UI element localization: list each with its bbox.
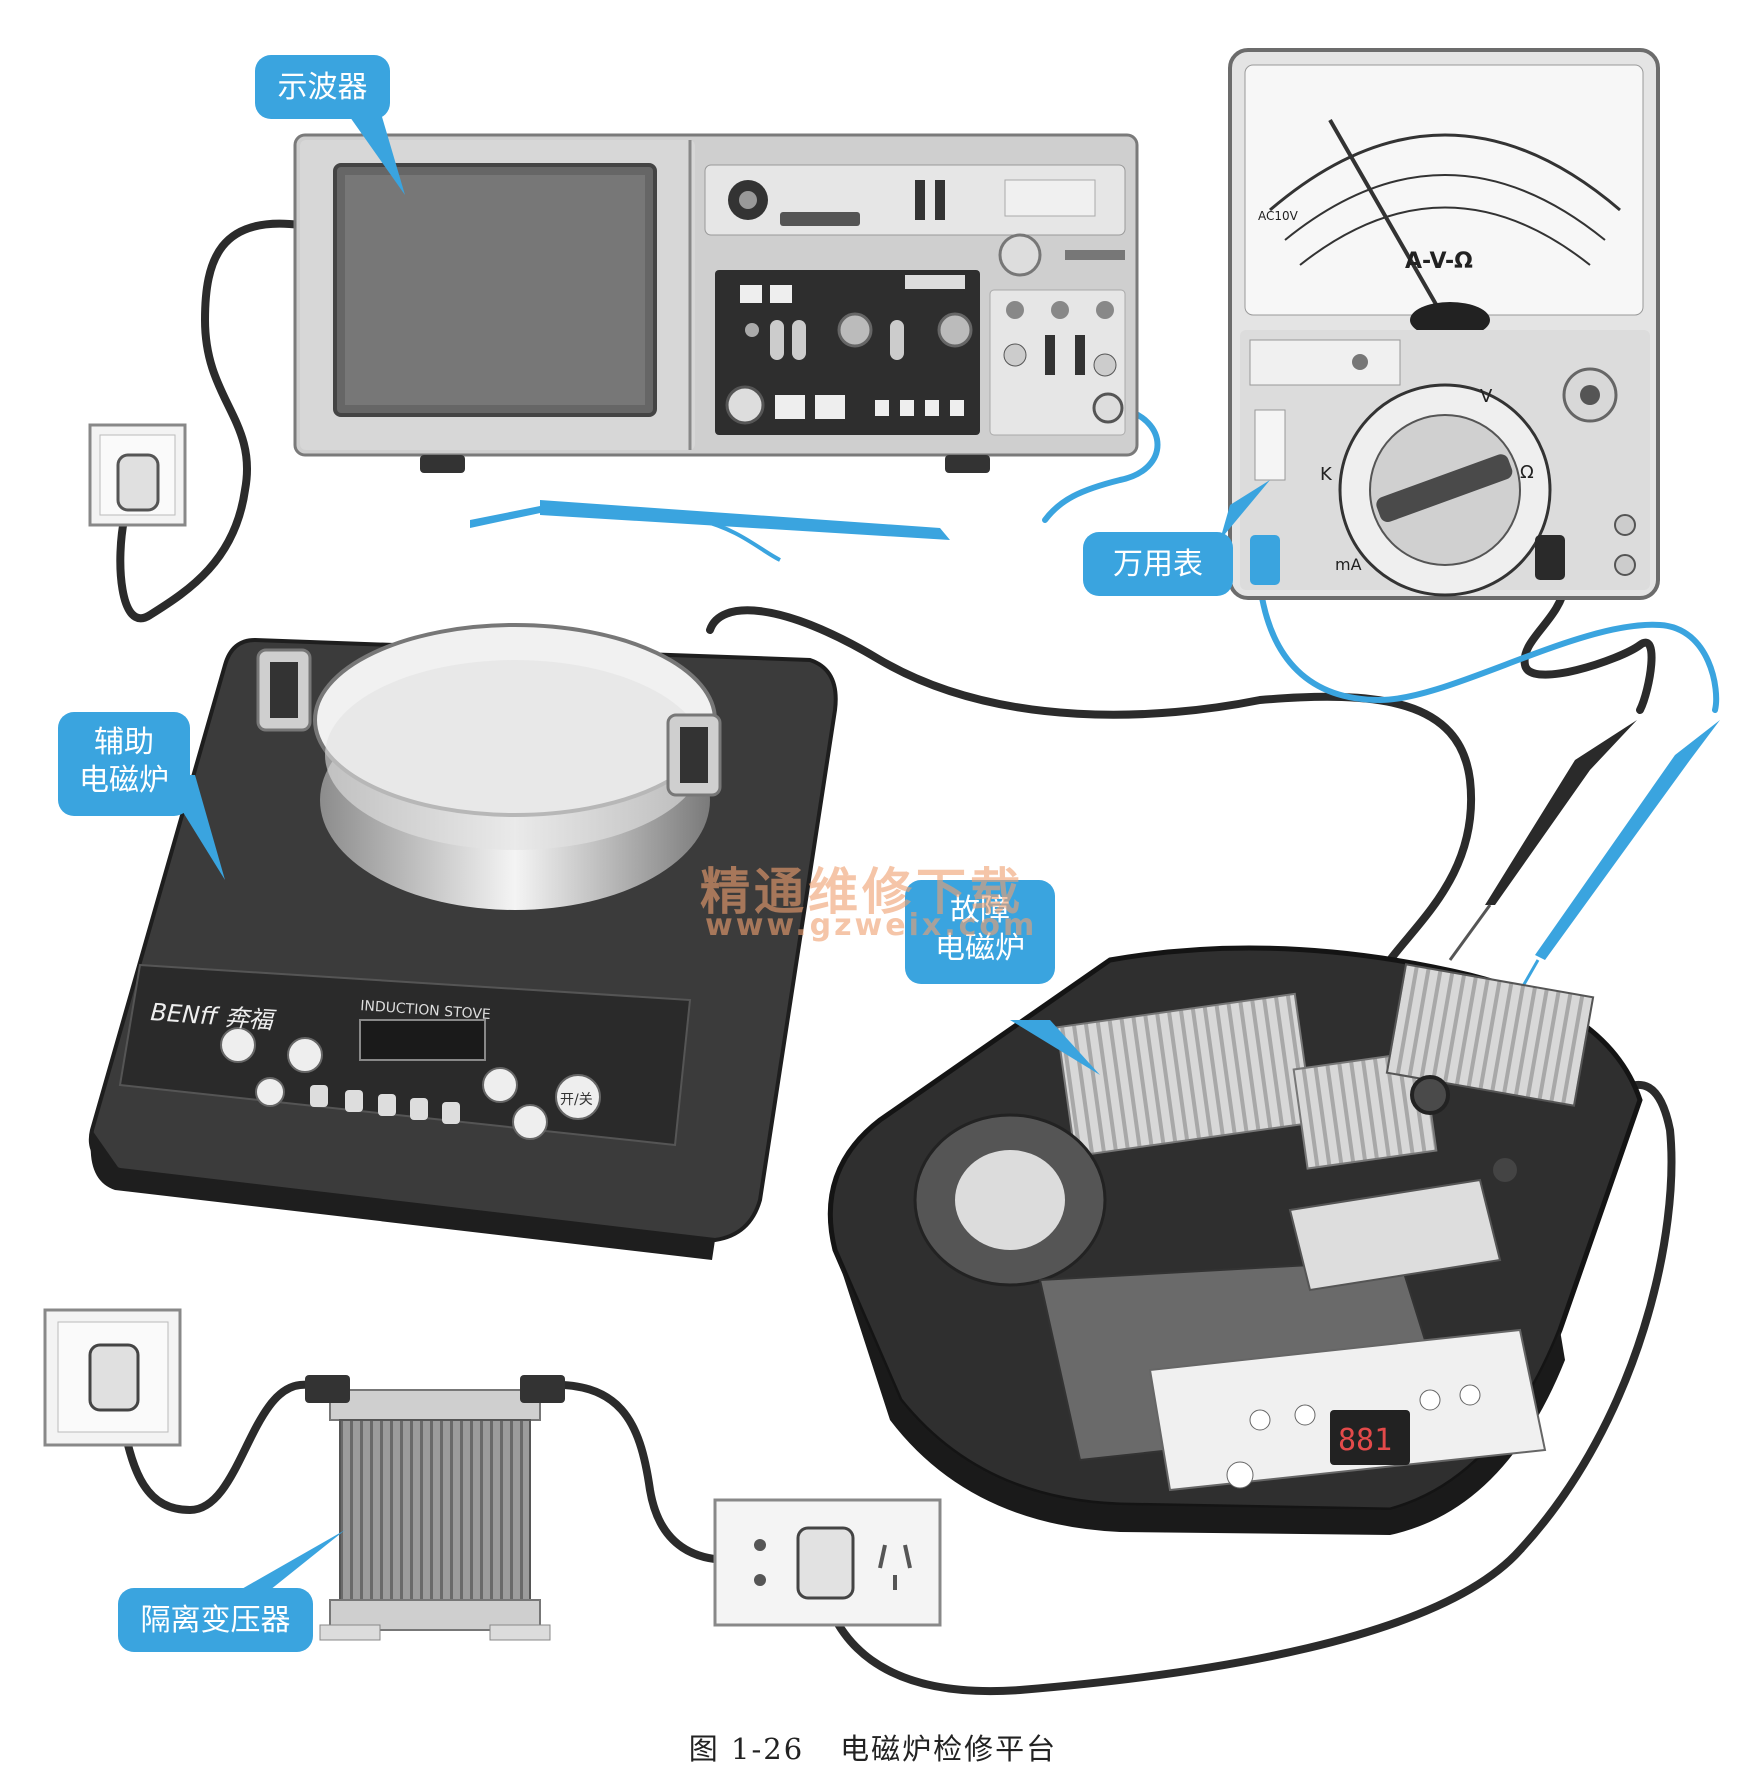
faulty-induction-stove — [827, 945, 1643, 1535]
wall-socket-top — [88, 423, 187, 527]
pointer-oscilloscope — [345, 110, 405, 195]
multimeter-scale-ma: mA — [1335, 555, 1362, 574]
blue-leads — [1042, 405, 1720, 713]
multimeter-unit-text: A-V-Ω — [1405, 249, 1473, 274]
wall-socket-bottom — [43, 1308, 182, 1447]
auxiliary-induction-stove — [88, 623, 838, 1260]
oscilloscope-probe-lead — [1042, 405, 1161, 523]
oscilloscope — [293, 133, 1139, 562]
label-isolation-transformer: 隔离变压器 — [118, 1588, 313, 1652]
label-auxiliary-stove-line1: 辅助 — [94, 725, 154, 760]
oscilloscope-power-cable — [116, 219, 304, 622]
label-multimeter-text: 万用表 — [1113, 547, 1203, 582]
label-auxiliary-stove: 辅助 电磁炉 — [58, 712, 190, 816]
figure-title: 电磁炉检修平台 — [840, 1732, 1058, 1766]
pointer-faulty-stove — [1010, 1020, 1100, 1075]
watermark-url: www.gzweix.com — [705, 908, 1038, 943]
cables — [116, 219, 1676, 1696]
pointer-transformer — [240, 1530, 345, 1590]
multimeter-red-lead — [1257, 582, 1720, 713]
label-faulty-stove: 故障 电磁炉 — [905, 880, 1055, 984]
isolation-transformer — [305, 1375, 565, 1641]
aux-stove-cable — [706, 606, 1476, 964]
figure-caption: 图 1-26 电磁炉检修平台 — [0, 1726, 1746, 1768]
label-faulty-stove-line2: 电磁炉 — [935, 931, 1025, 966]
multimeter-scale-ohm: Ω — [1520, 462, 1534, 483]
label-oscilloscope: 示波器 — [255, 55, 390, 119]
multimeter-ac-label: AC10V — [1258, 209, 1299, 223]
multimeter-text: A-V-Ω Ω V K mA AC10V — [1258, 209, 1534, 574]
aux-stove-power-key: 开/关 — [560, 1092, 593, 1108]
board-display-readout: 881 — [1338, 1423, 1392, 1458]
transformer-output-cable — [536, 1380, 734, 1564]
figure-number: 图 1-26 — [688, 1732, 805, 1766]
multimeter-black-lead — [1520, 581, 1656, 714]
watermark-title: 精通维修下载 — [700, 863, 1024, 921]
label-faulty-stove-line1: 故障 — [950, 893, 1010, 928]
power-strip — [713, 1498, 942, 1627]
multimeter-scale-k: K — [1320, 464, 1333, 485]
pointer-multimeter — [1220, 480, 1270, 540]
multimeter — [1228, 48, 1720, 1001]
label-auxiliary-stove-line2: 电磁炉 — [79, 763, 169, 798]
label-multimeter: 万用表 — [1083, 532, 1233, 596]
label-oscilloscope-text: 示波器 — [277, 70, 368, 105]
label-isolation-transformer-text: 隔离变压器 — [140, 1603, 291, 1638]
faulty-stove-power-cable — [816, 1080, 1676, 1696]
multimeter-scale-v: V — [1480, 386, 1493, 407]
